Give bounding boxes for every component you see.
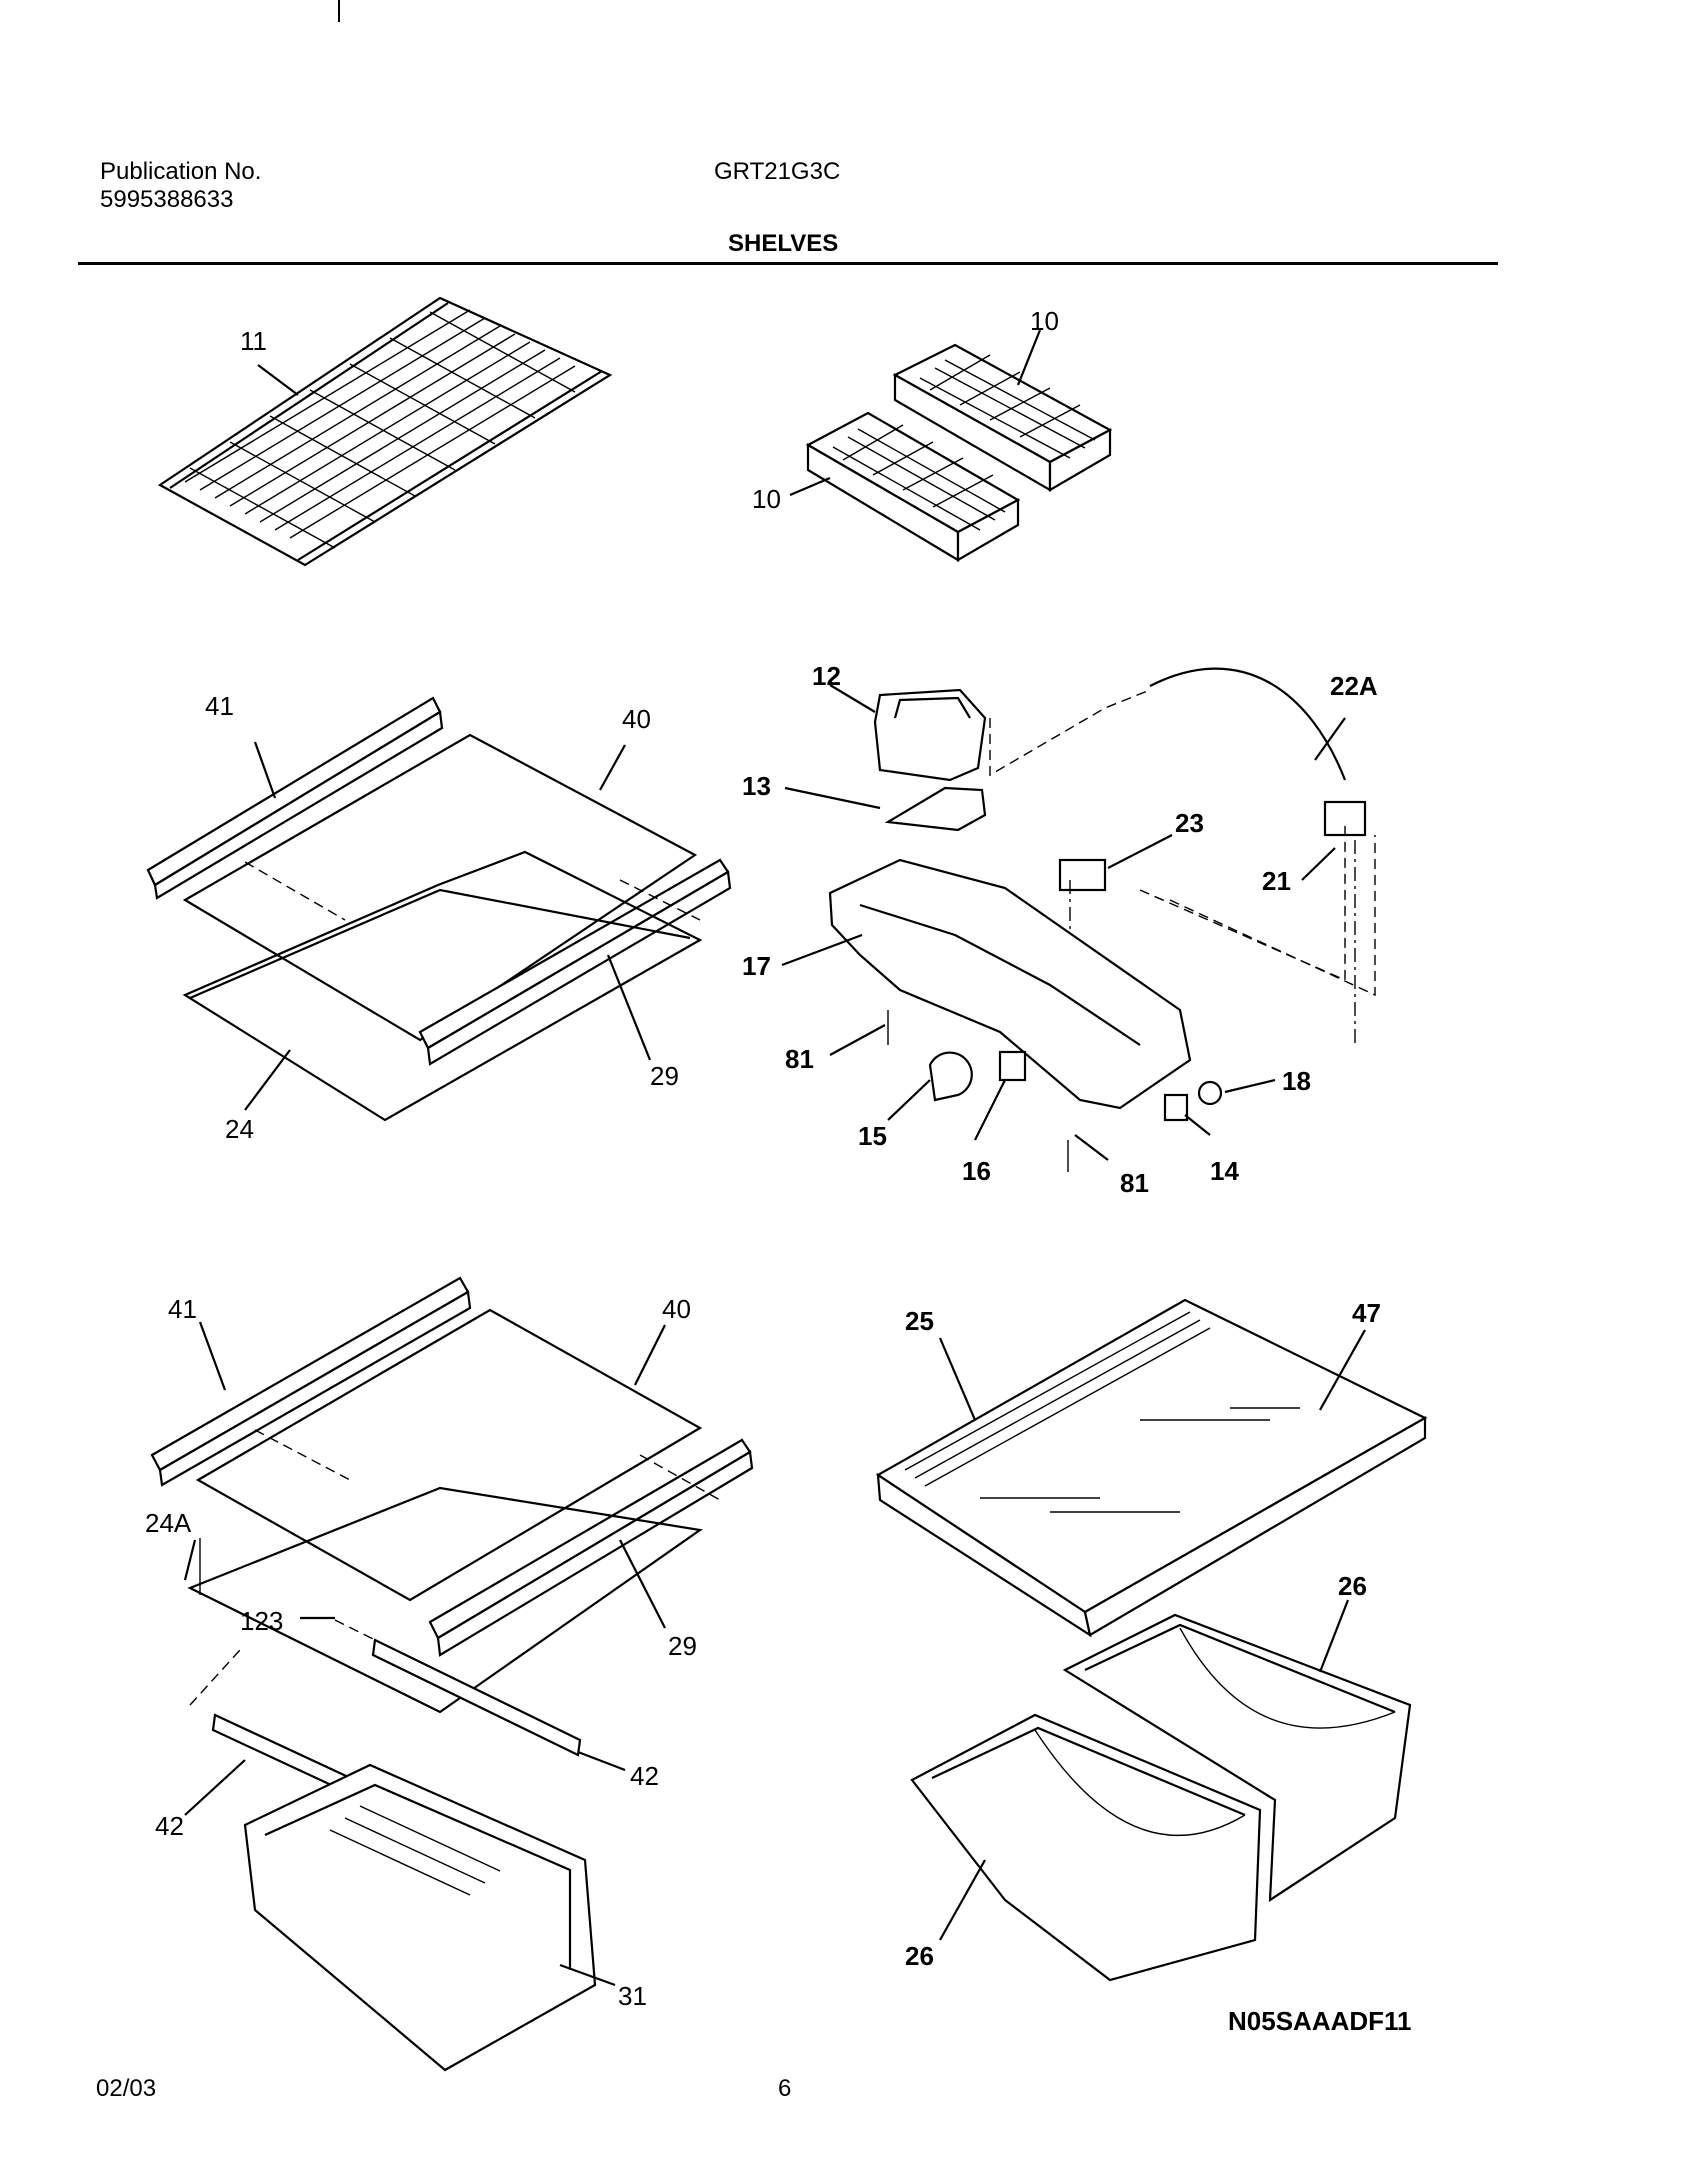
header-rule bbox=[78, 262, 1498, 265]
footer-page-number: 6 bbox=[778, 2075, 792, 2102]
callout-16: 16 bbox=[962, 1156, 991, 1186]
callout-15: 15 bbox=[858, 1121, 887, 1151]
glass-shelf-top-illustration bbox=[146, 696, 732, 1122]
leader-41-bot bbox=[198, 1321, 227, 1391]
scan-mark bbox=[338, 0, 340, 22]
callout-47: 47 bbox=[1352, 1298, 1381, 1328]
leader-14 bbox=[1184, 1114, 1211, 1136]
leader-11 bbox=[257, 364, 299, 396]
leader-12 bbox=[829, 684, 876, 713]
callout-29-bot: 29 bbox=[668, 1631, 697, 1661]
callout-31: 31 bbox=[618, 1981, 647, 2011]
callout-40-top: 40 bbox=[622, 704, 651, 734]
callout-12: 12 bbox=[812, 661, 841, 691]
callout-14: 14 bbox=[1210, 1156, 1239, 1186]
leader-42-right bbox=[577, 1750, 626, 1772]
leader-29-bot bbox=[619, 1539, 666, 1629]
leader-25 bbox=[938, 1337, 977, 1421]
callout-81-right: 81 bbox=[1120, 1168, 1149, 1198]
ice-trays-illustration bbox=[789, 329, 1113, 562]
callout-41-bot: 41 bbox=[168, 1294, 197, 1324]
leader-10b bbox=[789, 476, 831, 497]
callout-26-bot: 26 bbox=[905, 1941, 934, 1971]
callout-41-top: 41 bbox=[205, 691, 234, 721]
leader-31 bbox=[559, 1963, 616, 1987]
callout-123: 123 bbox=[240, 1606, 283, 1636]
leader-81-left bbox=[829, 1024, 886, 1056]
callout-24A: 24A bbox=[145, 1508, 192, 1538]
leader-40-top bbox=[599, 744, 626, 791]
leader-23 bbox=[1107, 834, 1173, 869]
leader-16 bbox=[974, 1079, 1006, 1141]
leader-41-top bbox=[253, 741, 277, 799]
callout-10-a: 10 bbox=[1030, 306, 1059, 336]
leader-21 bbox=[1301, 847, 1336, 881]
leader-18 bbox=[1224, 1078, 1276, 1094]
callout-81-left: 81 bbox=[785, 1044, 814, 1074]
leader-10a bbox=[1016, 329, 1042, 386]
publication-label: Publication No. bbox=[100, 158, 262, 185]
leader-26-top bbox=[1318, 1599, 1350, 1673]
callout-11: 11 bbox=[240, 326, 267, 356]
callout-42-right: 42 bbox=[630, 1761, 659, 1791]
callout-23: 23 bbox=[1175, 808, 1204, 838]
callout-24: 24 bbox=[225, 1114, 254, 1144]
leader-15 bbox=[887, 1079, 931, 1121]
footer-date: 02/03 bbox=[96, 2075, 157, 2102]
callout-18: 18 bbox=[1282, 1066, 1311, 1096]
light-assembly-illustration bbox=[781, 667, 1376, 1172]
leader-13 bbox=[784, 786, 881, 810]
callout-25: 25 bbox=[905, 1306, 934, 1336]
leader-17 bbox=[781, 933, 863, 967]
leader-29-top bbox=[606, 954, 652, 1061]
callout-13: 13 bbox=[742, 771, 771, 801]
crisper-shelf-illustration bbox=[150, 1276, 754, 2072]
callout-21: 21 bbox=[1262, 866, 1291, 896]
section-title: SHELVES bbox=[728, 230, 839, 257]
model-number: GRT21G3C bbox=[714, 158, 841, 185]
callout-26-top: 26 bbox=[1338, 1571, 1367, 1601]
callout-22A: 22A bbox=[1330, 671, 1378, 701]
callout-40-bot: 40 bbox=[662, 1294, 691, 1324]
leader-81-right bbox=[1074, 1134, 1109, 1161]
crisper-cover-illustration bbox=[875, 1298, 1428, 1638]
crisper-pans-illustration bbox=[910, 1599, 1412, 1982]
leader-40-bot bbox=[634, 1324, 666, 1386]
leader-24 bbox=[244, 1049, 291, 1111]
leader-47 bbox=[1319, 1329, 1366, 1411]
callout-10-b: 10 bbox=[752, 484, 781, 514]
callout-29-top: 29 bbox=[650, 1061, 679, 1091]
leader-22A bbox=[1314, 717, 1346, 761]
leader-24A bbox=[183, 1539, 197, 1581]
diagram-code: N05SAAADF11 bbox=[1228, 2006, 1412, 2036]
publication-number: 5995388633 bbox=[100, 186, 234, 213]
callout-17: 17 bbox=[742, 951, 771, 981]
callout-42-left: 42 bbox=[155, 1811, 184, 1841]
wire-shelf-illustration bbox=[157, 296, 613, 567]
leader-42-left bbox=[184, 1759, 246, 1816]
leader-26-bot bbox=[939, 1859, 986, 1941]
